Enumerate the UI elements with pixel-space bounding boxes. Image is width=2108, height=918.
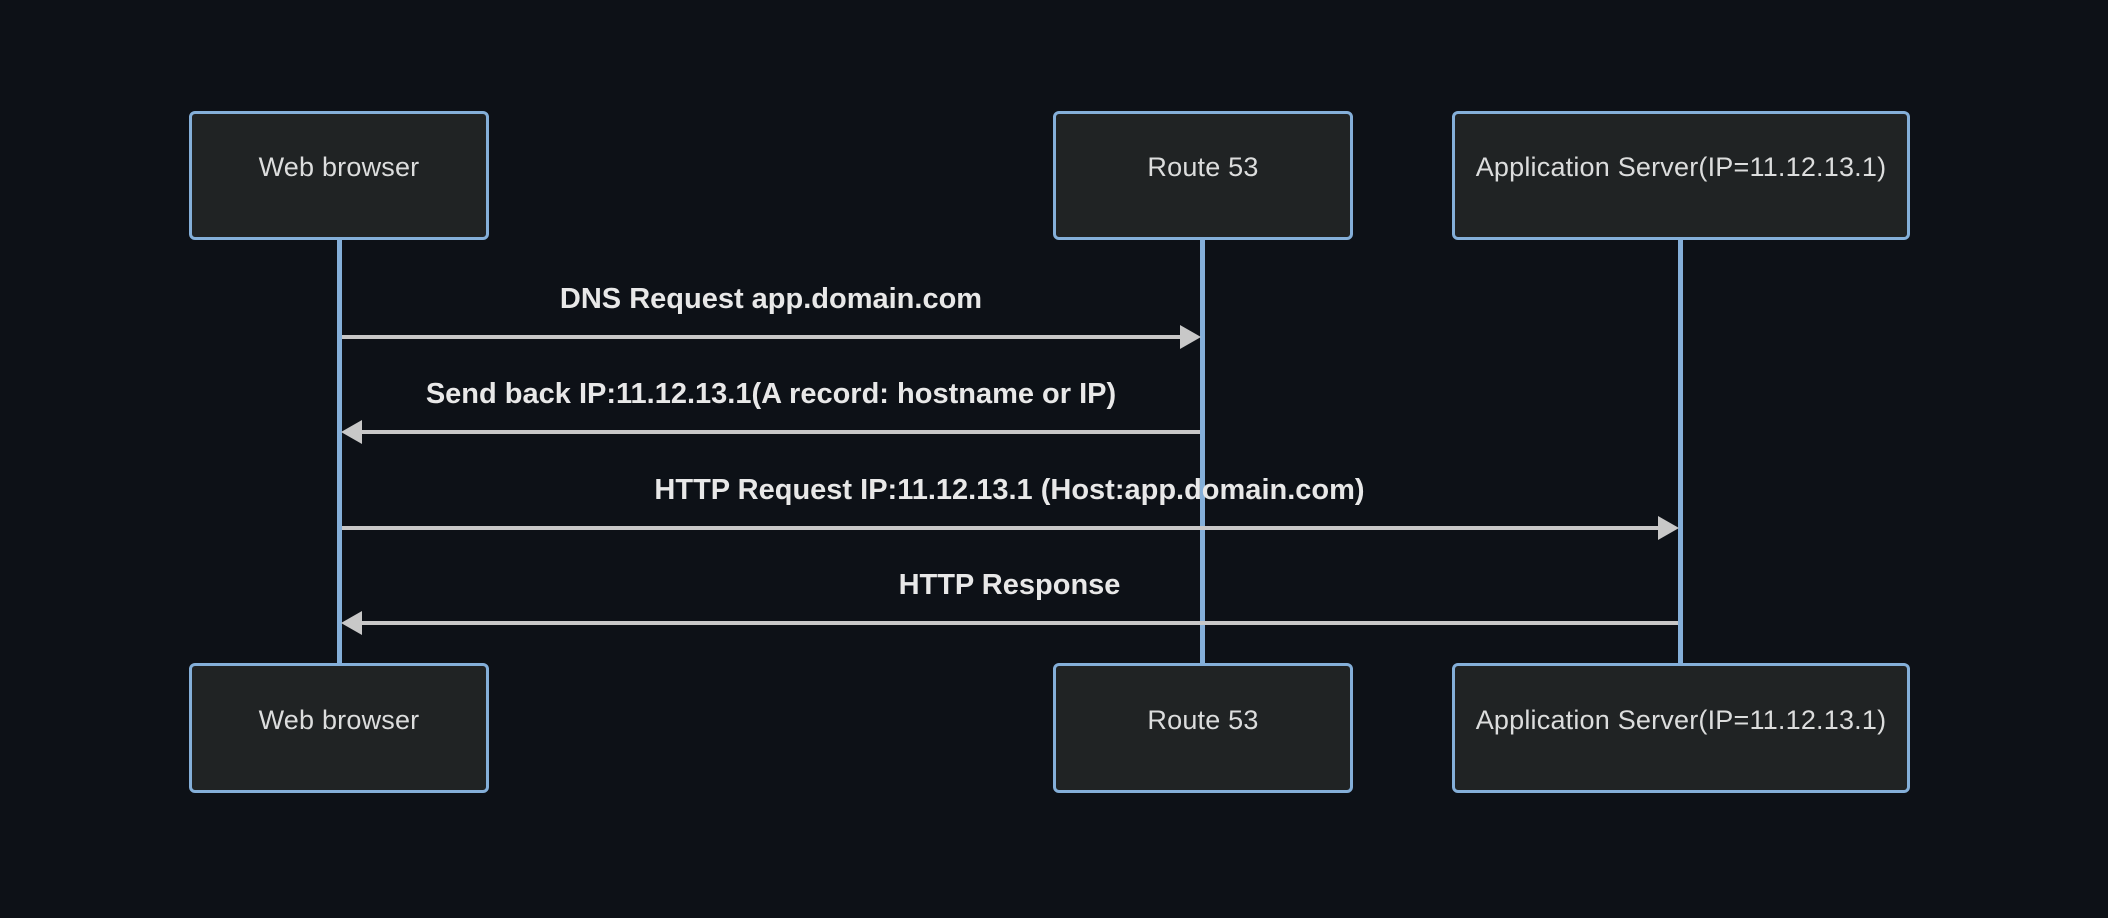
actor-label-route53: Route 53: [1147, 704, 1259, 735]
message-arrow-http-response: [355, 621, 1678, 625]
message-arrow-send-back-ip: [355, 430, 1200, 434]
message-arrow-http-request: [342, 526, 1663, 530]
message-label-http-response: HTTP Response: [898, 569, 1121, 601]
lifeline-route53: [1200, 240, 1205, 663]
actor-box-web-browser-bottom: Web browser: [189, 663, 489, 793]
actor-label-web-browser: Web browser: [258, 152, 420, 182]
arrowhead-left-icon: [341, 611, 362, 635]
actor-label-web-browser: Web browser: [258, 704, 420, 735]
actor-box-web-browser-top: Web browser: [189, 111, 489, 240]
arrowhead-left-icon: [341, 420, 362, 444]
actor-label-app-server: Application Server(IP=11.12.13.1): [1475, 704, 1887, 735]
actor-box-app-server-top: Application Server(IP=11.12.13.1): [1452, 111, 1910, 240]
actor-box-app-server-bottom: Application Server(IP=11.12.13.1): [1452, 663, 1910, 793]
message-label-send-back-ip: Send back IP:11.12.13.1(A record: hostna…: [425, 378, 1117, 410]
message-label-http-request: HTTP Request IP:11.12.13.1 (Host:app.dom…: [654, 474, 1365, 506]
actor-box-route53-bottom: Route 53: [1053, 663, 1353, 793]
message-label-dns-request: DNS Request app.domain.com: [559, 283, 983, 315]
actor-label-route53: Route 53: [1147, 152, 1259, 182]
lifeline-web-browser: [337, 240, 342, 663]
arrowhead-right-icon: [1658, 516, 1679, 540]
lifeline-app-server: [1678, 240, 1683, 663]
arrowhead-right-icon: [1180, 325, 1201, 349]
message-arrow-dns-request: [342, 335, 1185, 339]
actor-box-route53-top: Route 53: [1053, 111, 1353, 240]
actor-label-app-server: Application Server(IP=11.12.13.1): [1475, 152, 1887, 182]
